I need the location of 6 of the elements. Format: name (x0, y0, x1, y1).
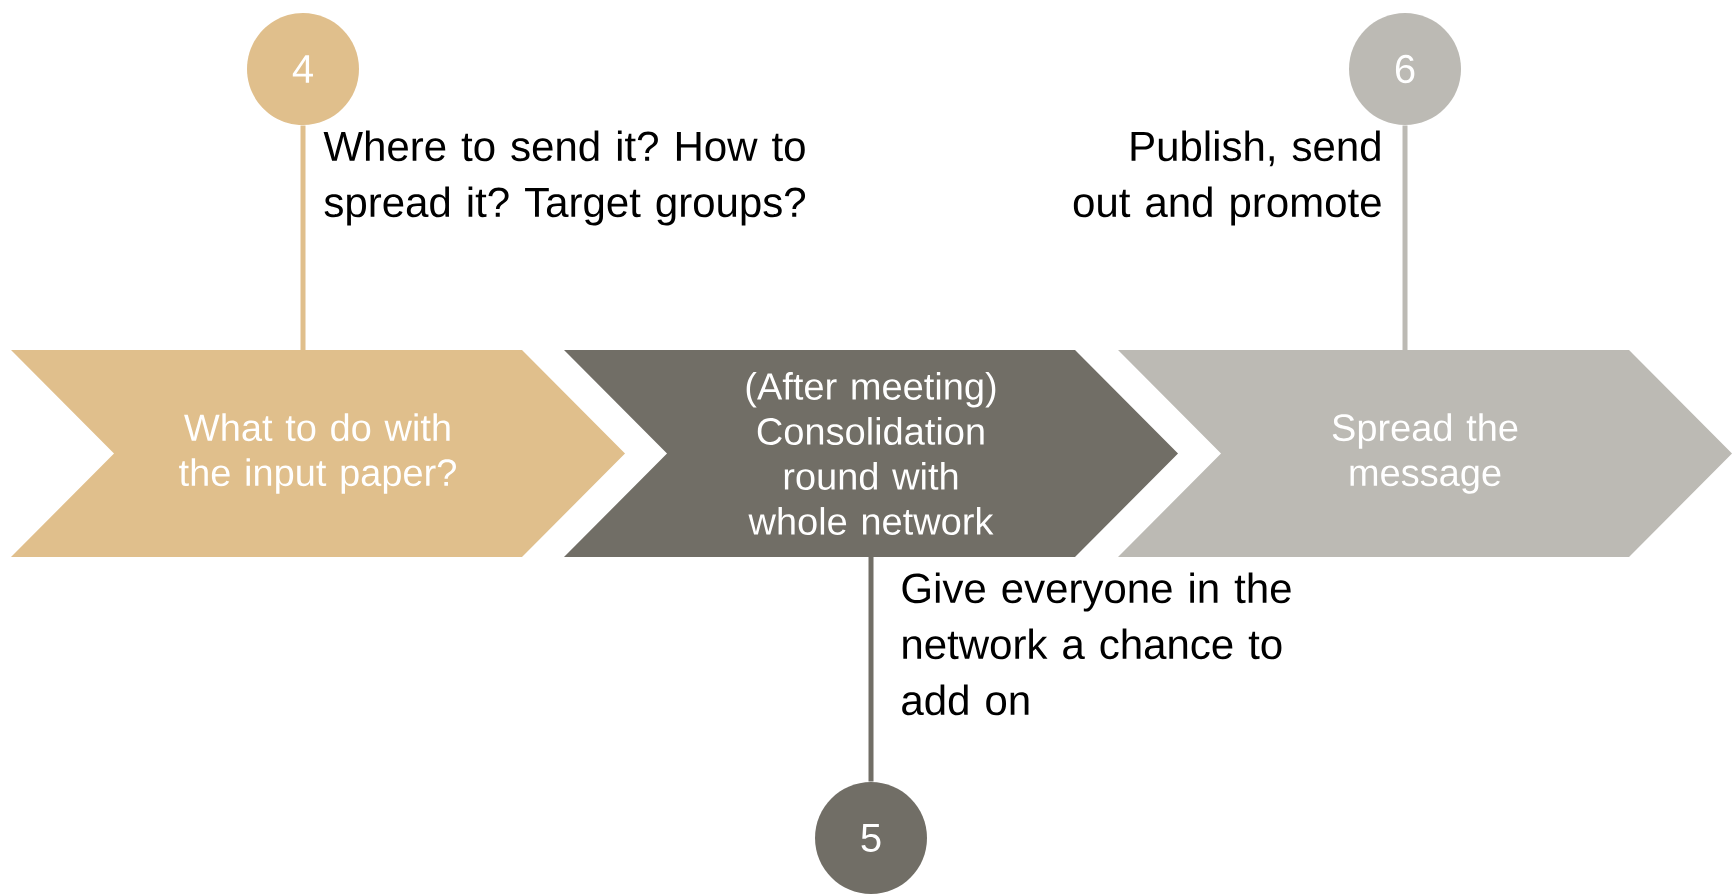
connector-line (1402, 125, 1408, 351)
annotation-text: Where to send it? How to spread it? Target groups? (323, 130, 806, 226)
connector-line (868, 556, 874, 782)
annotation-text: Publish, send out and promote (1073, 130, 1381, 226)
connector-line (300, 125, 306, 351)
annotation-text: Give everyone in the network a chance to add on (902, 572, 1291, 716)
